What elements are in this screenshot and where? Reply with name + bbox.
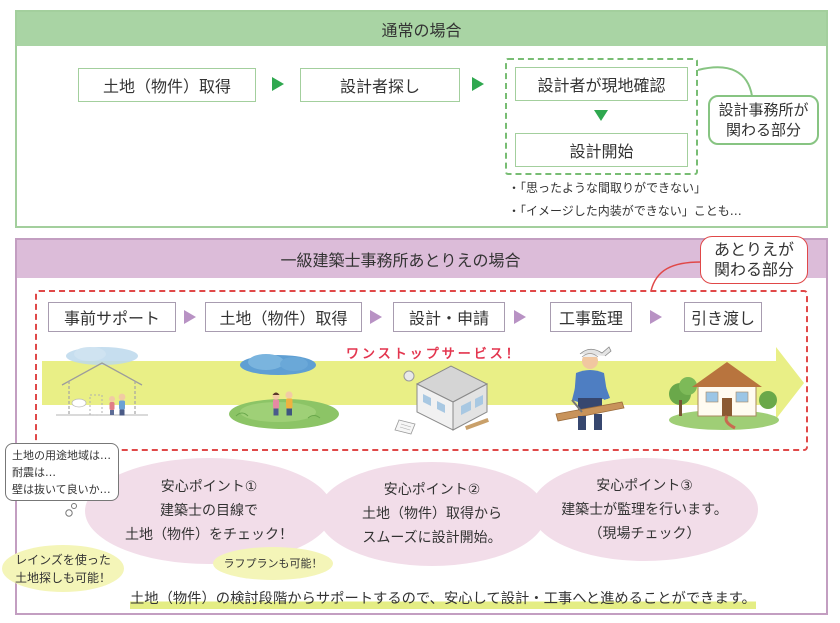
flow-label: 設計・申請 <box>408 309 489 328</box>
safety-point-2: 安心ポイント② 土地（物件）取得から スムーズに設計開始。 <box>318 462 546 566</box>
point-title: 安心ポイント① <box>160 479 258 495</box>
speech-bubble-tail <box>65 503 77 517</box>
carpenter-worker-icon <box>555 346 625 430</box>
normal-case-note: ・「イメージした内装ができない」ことも… <box>508 204 742 218</box>
bubble-line: 土地の用途地域は… <box>12 449 111 462</box>
triangle-right-icon <box>184 310 196 324</box>
atorie-callout-connector <box>650 261 702 292</box>
point-line: 建築士の目線で <box>160 503 258 519</box>
flow-label: 土地（物件）取得 <box>102 77 231 96</box>
summary-text: 土地（物件）の検討段階からサポートするので、安心して設計・工事へと進めることがで… <box>130 589 756 609</box>
triangle-right-icon <box>514 310 526 324</box>
atorie-case-title: 一級建築士事務所あとりえの場合 <box>280 251 521 270</box>
question-speech-bubble: 土地の用途地域は… 耐震は… 壁は抜いて良いか… <box>5 443 119 501</box>
flow-label: 設計開始 <box>569 142 634 161</box>
triangle-right-icon <box>650 310 662 324</box>
point-title: 安心ポイント③ <box>596 477 693 494</box>
flow-label: 事前サポート <box>63 309 160 328</box>
normal-case-section: 通常の場合 <box>15 10 828 228</box>
callout-line: 関わる部分 <box>713 260 794 279</box>
atorie-flow-construction-supervision: 工事監理 <box>550 302 632 332</box>
designer-involvement-group <box>505 58 698 175</box>
house-sketch-family-icon <box>56 347 148 416</box>
point-line: 土地（物件）取得から <box>362 506 502 522</box>
normal-callout-connector <box>697 66 753 97</box>
extra-line: ラフプランも可能！ <box>223 556 323 570</box>
atorie-flow-pre-support: 事前サポート <box>48 302 176 332</box>
finished-house-icon <box>669 362 779 430</box>
normal-case-title: 通常の場合 <box>381 21 462 40</box>
flow-label: 引き渡し <box>690 309 755 328</box>
point-line: 建築士が監理を行います。 <box>561 501 728 518</box>
triangle-right-icon <box>272 77 284 91</box>
flow-label: 工事監理 <box>558 309 623 328</box>
designer-involvement-callout: 設計事務所が 関わる部分 <box>708 95 819 145</box>
atorie-involvement-group <box>35 290 808 451</box>
rough-plan-note: ラフプランも可能！ <box>213 547 333 580</box>
atorie-involvement-callout: あとりえが 関わる部分 <box>700 236 808 284</box>
bubble-line: 壁は抜いて良いか… <box>12 483 111 496</box>
atorie-flow-design-application: 設計・申請 <box>393 302 505 332</box>
callout-line: 関わる部分 <box>725 121 801 139</box>
normal-case-note: ・「思ったような間取りができない」 <box>508 181 707 195</box>
point-line: スムーズに設計開始。 <box>362 530 502 546</box>
safety-point-1: 安心ポイント① 建築士の目線で 土地（物件）をチェック！ <box>85 458 333 564</box>
callout-line: あとりえが <box>713 240 794 259</box>
normal-flow-site-check: 設計者が現地確認 <box>515 67 688 101</box>
atorie-flow-handover: 引き渡し <box>684 302 762 332</box>
triangle-down-icon <box>594 110 608 121</box>
extra-line: レインズを使った <box>15 552 111 567</box>
point-line: 土地（物件）をチェック！ <box>125 527 293 543</box>
bubble-line: 耐震は… <box>12 466 56 479</box>
reins-land-search-note: レインズを使った 土地探しも可能！ <box>2 545 124 592</box>
normal-flow-design-start: 設計開始 <box>515 133 688 167</box>
flow-label: 設計者探し <box>339 77 420 96</box>
house-design-plan-icon <box>394 365 489 435</box>
triangle-right-icon <box>472 77 484 91</box>
triangle-right-icon <box>370 310 382 324</box>
extra-line: 土地探しも可能！ <box>14 570 111 585</box>
safety-point-3: 安心ポイント③ 建築士が監理を行います。 （現場チェック） <box>531 458 758 561</box>
callout-line: 設計事務所が <box>718 101 809 119</box>
normal-case-header: 通常の場合 <box>17 12 826 46</box>
normal-flow-find-designer: 設計者探し <box>300 68 460 102</box>
land-couple-field-icon <box>229 354 339 429</box>
point-line: （現場チェック） <box>588 525 701 542</box>
flow-label: 土地（物件）取得 <box>219 309 348 328</box>
flow-label: 設計者が現地確認 <box>537 76 666 95</box>
atorie-flow-land-acquisition: 土地（物件）取得 <box>205 302 362 332</box>
normal-flow-land-acquisition: 土地（物件）取得 <box>78 68 256 102</box>
point-title: 安心ポイント② <box>383 482 481 498</box>
atorie-case-header: 一級建築士事務所あとりえの場合 <box>17 240 826 278</box>
one-stop-service-banner: ワンストップサービス！ <box>346 347 522 362</box>
